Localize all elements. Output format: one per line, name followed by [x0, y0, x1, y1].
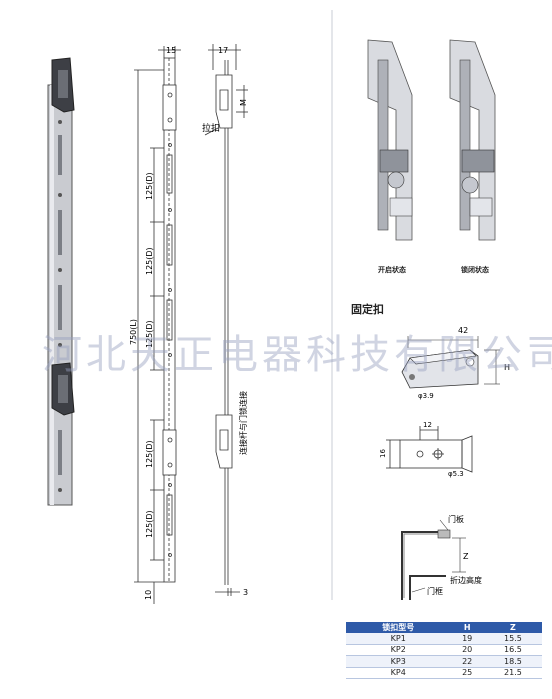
door-panel-label: 门板: [448, 514, 464, 524]
slider-label: 拉扣: [202, 122, 220, 134]
table-header-cell: H: [450, 622, 484, 633]
table-cell: 19: [450, 633, 484, 645]
table-cell: KP1: [346, 633, 451, 645]
dim-17-label: 17: [218, 46, 228, 55]
table-header-cell: 锁扣型号: [346, 622, 451, 633]
dim-53-label: φ5.3: [448, 470, 464, 478]
fixed-catch-title: 固定扣: [351, 303, 384, 316]
door-frame-label: 门框: [427, 586, 443, 596]
dim-125-label-2: 125(D): [145, 247, 154, 275]
dim-10-label: 10: [144, 590, 153, 600]
dim-3-label: 3: [243, 588, 248, 597]
dim-m-label: M: [239, 99, 248, 106]
table-header-row: 锁扣型号 H Z: [346, 622, 542, 633]
conn-label: 连接杆与门锁连接: [238, 391, 248, 455]
open-state-drawing: [367, 39, 413, 241]
dim-z-label: Z: [463, 552, 469, 561]
dim-125-label-1: 125(D): [145, 172, 154, 200]
catch-model-table: 锁扣型号 H Z KP1 19 15.5 KP2 20 16.5 KP3 22 …: [346, 622, 542, 679]
locked-state-drawing: [449, 39, 496, 241]
table-cell: 15.5: [483, 633, 542, 645]
table-header-cell: Z: [483, 622, 542, 633]
dim-125-label-5: 125(D): [145, 510, 154, 538]
product-photo: [47, 57, 75, 506]
table-cell: KP2: [346, 644, 451, 656]
dim-16-label: 16: [379, 449, 387, 458]
dim-125-label-3: 125(D): [145, 320, 154, 348]
fold-height-label: 折边高度: [450, 575, 482, 585]
dim-12-label: 12: [423, 421, 432, 429]
side-view: [204, 44, 248, 596]
table-cell: 18.5: [483, 655, 542, 668]
fixed-catch-plan: [386, 426, 473, 473]
dim-15-label: 15: [166, 46, 176, 55]
dim-39-label: φ3.9: [418, 392, 434, 400]
table-row: KP3 22 18.5: [346, 655, 542, 668]
table-cell: 22: [450, 655, 484, 668]
table-cell: 20: [450, 644, 484, 656]
table-cell: 16.5: [483, 644, 542, 656]
install-section: [401, 519, 466, 600]
dim-42-label: 42: [458, 326, 468, 335]
dim-125-label-4: 125(D): [145, 440, 154, 468]
table-cell: KP4: [346, 667, 451, 679]
table-cell: 21.5: [483, 667, 542, 679]
table-cell: 25: [450, 667, 484, 679]
front-view: [134, 46, 181, 604]
fixed-catch-3d: [401, 336, 500, 389]
open-state-caption: 开启状态: [378, 266, 406, 274]
dim-h-label: H: [504, 363, 510, 372]
table-row: KP1 19 15.5: [346, 633, 542, 645]
locked-state-caption: 锁闭状态: [461, 266, 489, 274]
table-row: KP2 20 16.5: [346, 644, 542, 656]
dim-total-label: 750(L): [129, 319, 138, 345]
table-row: KP4 25 21.5: [346, 667, 542, 679]
table-cell: KP3: [346, 655, 451, 668]
